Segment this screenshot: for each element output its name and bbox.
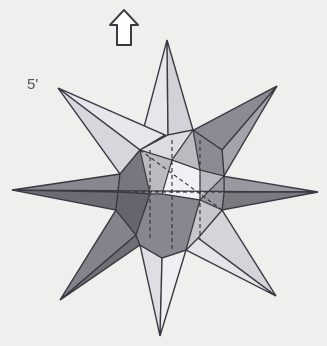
bottom-spike xyxy=(140,245,186,336)
right-spike xyxy=(222,176,318,210)
step-label: 5' xyxy=(27,76,38,93)
left-spike xyxy=(12,174,120,210)
up-arrow-icon xyxy=(110,10,138,45)
